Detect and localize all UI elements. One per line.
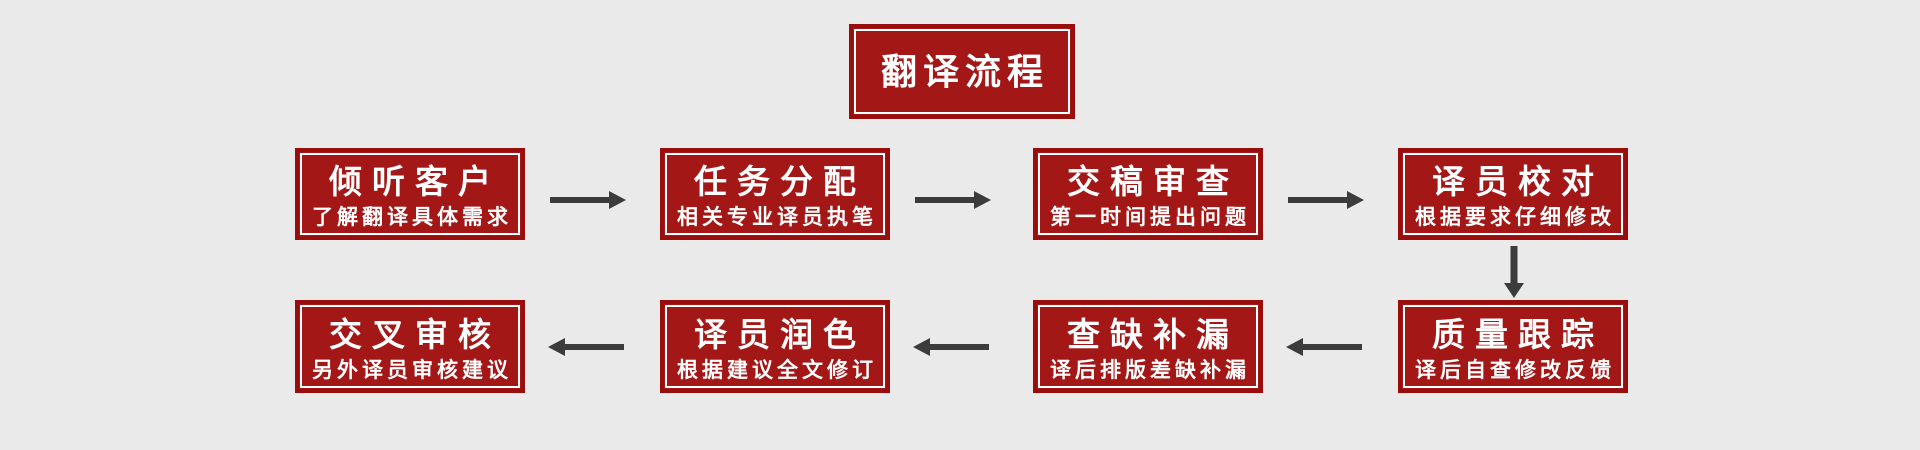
step-title: 倾听客户 <box>329 163 501 200</box>
step-subtitle: 了解翻译具体需求 <box>312 206 512 229</box>
step-subtitle: 另外译员审核建议 <box>312 358 512 382</box>
step-title: 查缺补漏 <box>1067 315 1239 353</box>
flow-step-translator-proofread: 译员校对 根据要求仔细修改 <box>1398 148 1628 240</box>
flow-step-translator-polish: 译员润色 根据建议全文修订 <box>660 300 890 393</box>
arrow-right-icon <box>913 185 991 215</box>
step-subtitle: 根据要求仔细修改 <box>1415 206 1615 229</box>
flow-step-gap-check: 查缺补漏 译后排版差缺补漏 <box>1033 300 1263 393</box>
step-subtitle: 译后自查修改反馈 <box>1415 358 1615 382</box>
flow-step-draft-review: 交稿审查 第一时间提出问题 <box>1033 148 1263 240</box>
step-title: 译员润色 <box>694 315 866 353</box>
arrow-left-icon <box>913 332 991 362</box>
flow-step-quality-tracking: 质量跟踪 译后自查修改反馈 <box>1398 300 1628 393</box>
step-title: 质量跟踪 <box>1432 315 1604 353</box>
flow-step-listen-customer: 倾听客户 了解翻译具体需求 <box>295 148 525 240</box>
step-subtitle: 相关专业译员执笔 <box>677 206 877 229</box>
step-subtitle: 根据建议全文修订 <box>677 358 877 382</box>
flowchart-title-box: 翻译流程 <box>849 24 1075 119</box>
flowchart-title: 翻译流程 <box>880 50 1049 92</box>
arrow-right-icon <box>1286 185 1364 215</box>
step-title: 交稿审查 <box>1067 163 1239 200</box>
step-subtitle: 第一时间提出问题 <box>1050 206 1250 229</box>
step-title: 任务分配 <box>694 163 866 200</box>
flow-step-task-assignment: 任务分配 相关专业译员执笔 <box>660 148 890 240</box>
flow-step-cross-review: 交叉审核 另外译员审核建议 <box>295 300 525 393</box>
step-title: 交叉审核 <box>329 315 501 353</box>
arrow-down-icon <box>1500 246 1528 298</box>
arrow-left-icon <box>548 332 626 362</box>
arrow-left-icon <box>1286 332 1364 362</box>
arrow-right-icon <box>548 185 626 215</box>
step-title: 译员校对 <box>1432 163 1604 200</box>
step-subtitle: 译后排版差缺补漏 <box>1050 358 1250 382</box>
